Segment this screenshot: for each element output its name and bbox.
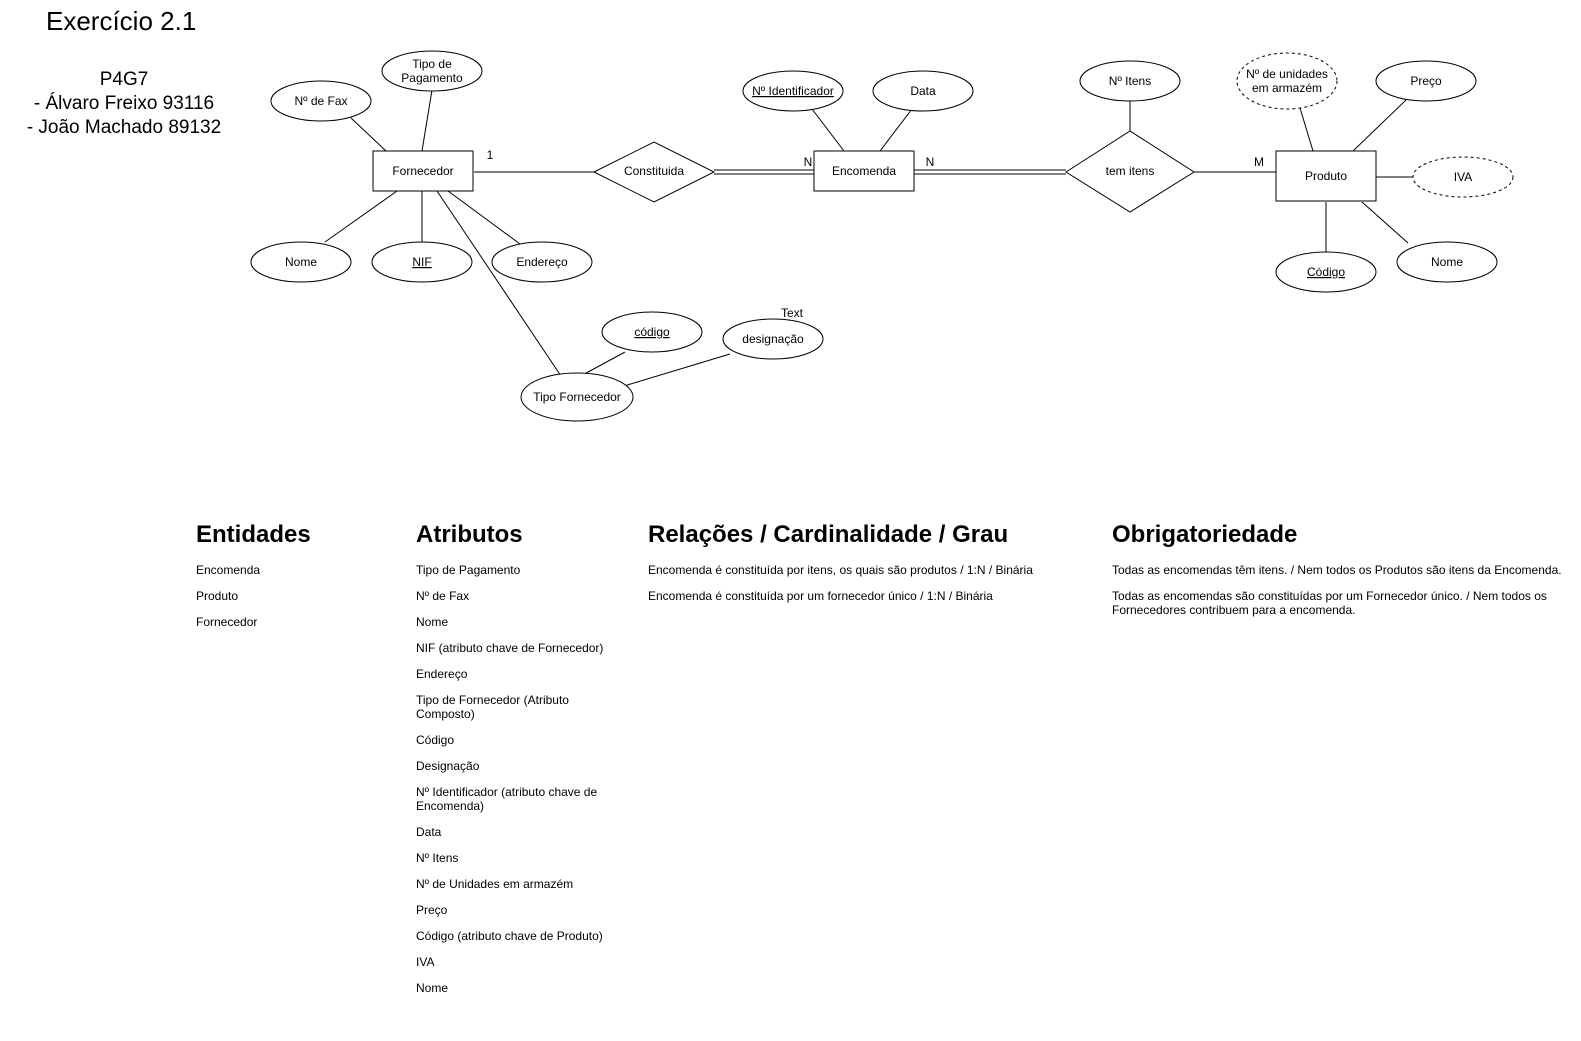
entity-fornecedor-label: Fornecedor — [392, 164, 453, 178]
atributos-section: Atributos Tipo de Pagamento Nº de Fax No… — [416, 519, 616, 1007]
attribute-n-unidades-ellipse[interactable] — [1236, 52, 1338, 110]
attribute-nome-produto-label: Nome — [1431, 255, 1463, 269]
cardinality-label: N — [804, 155, 813, 169]
connector-line — [623, 353, 731, 387]
atributos-item: Tipo de Fornecedor (Atributo Composto) — [416, 693, 569, 721]
attribute-n-itens-label: Nº Itens — [1109, 74, 1151, 88]
entity-produto-label: Produto — [1305, 169, 1347, 183]
atributos-item: Data — [416, 825, 442, 839]
relacoes-item: Encomenda é constituída por itens, os qu… — [648, 563, 1033, 577]
relationship-tem-itens-diamond[interactable] — [1065, 130, 1195, 213]
attribute-data-ellipse[interactable] — [872, 70, 974, 112]
connector-line — [324, 190, 398, 243]
connector-line — [447, 190, 521, 245]
attribute-iva-label: IVA — [1454, 170, 1472, 184]
atributos-heading: Atributos — [416, 521, 523, 548]
attribute-designacao-label: designação — [742, 332, 804, 346]
relacoes-section: Relações / Cardinalidade / Grau Encomend… — [648, 519, 1078, 615]
entity-encomenda-label: Encomenda — [832, 164, 896, 178]
entidades-heading: Entidades — [196, 521, 311, 548]
attribute-nome-produto-ellipse[interactable] — [1396, 241, 1498, 283]
attribute-preco-ellipse[interactable] — [1375, 60, 1477, 102]
atributos-item: Endereço — [416, 667, 468, 681]
relationship-tem-itens-label: tem itens — [1106, 164, 1155, 178]
entidades-item: Fornecedor — [196, 615, 258, 629]
attribute-n-fax-ellipse[interactable] — [270, 80, 372, 122]
relationship-constituida-label: Constituida — [624, 164, 684, 178]
atributos-item: Nº Identificador (atributo chave de Enco… — [416, 785, 598, 813]
relacoes-heading: Relações / Cardinalidade / Grau — [648, 521, 1009, 548]
connector-line — [421, 89, 433, 152]
connector-line — [879, 108, 913, 152]
attribute-endereco-label: Endereço — [516, 255, 568, 269]
entidades-item: Produto — [196, 589, 239, 603]
obrigatoriedade-item: Todas as encomendas têm itens. / Nem tod… — [1112, 563, 1562, 577]
attribute-n-identificador-ellipse[interactable] — [742, 70, 844, 112]
relationship-constituida-diamond[interactable] — [592, 141, 716, 203]
attribute-endereco-ellipse[interactable] — [491, 241, 593, 283]
connector-line — [350, 117, 387, 152]
connector-line — [436, 190, 562, 377]
attribute-n-identificador-label: Nº Identificador — [752, 84, 834, 98]
atributos-item: Preço — [416, 903, 448, 917]
group-code: P4G7 — [99, 69, 149, 90]
attribute-n-fax-label: Nº de Fax — [294, 94, 347, 108]
atributos-item: IVA — [416, 955, 435, 969]
entity-encomenda-box[interactable] — [813, 150, 915, 192]
connector-line — [811, 108, 845, 152]
connector-line — [1299, 107, 1314, 152]
attribute-codigo-tipo-label: código — [634, 325, 670, 339]
entity-produto-box[interactable] — [1275, 150, 1377, 202]
attribute-codigo-tipo-ellipse[interactable] — [601, 311, 703, 353]
atributos-item: Nº de Fax — [416, 589, 470, 603]
relacoes-item: Encomenda é constituída por um fornecedo… — [648, 589, 993, 603]
atributos-item: Código (atributo chave de Produto) — [416, 929, 603, 943]
attribute-tipo-pagamento-label: Tipo de — [412, 57, 452, 71]
attribute-nome-fornecedor-label: Nome — [285, 255, 317, 269]
attribute-n-unidades-label: em armazém — [1252, 81, 1322, 95]
obrigatoriedade-item: Todas as encomendas são constituídas por… — [1112, 589, 1547, 617]
entidades-item: Encomenda — [196, 563, 261, 577]
attribute-tipo-pagamento-label: Pagamento — [401, 71, 463, 85]
entidades-section: Entidades Encomenda Produto Fornecedor — [196, 519, 386, 641]
connector-line — [1361, 201, 1409, 244]
page-title: Exercício 2.1 — [46, 6, 197, 36]
obrigatoriedade-section: Obrigatoriedade Todas as encomendas têm … — [1112, 519, 1574, 629]
group-member: - Álvaro Freixo 93116 — [33, 93, 215, 114]
group-member: - João Machado 89132 — [26, 117, 222, 138]
atributos-item: Nº de Unidades em armazém — [416, 877, 574, 891]
atributos-item: Designação — [416, 759, 480, 773]
attribute-preco-label: Preço — [1410, 74, 1442, 88]
attribute-data-label: Data — [910, 84, 936, 98]
atributos-item: Tipo de Pagamento — [416, 563, 521, 577]
attribute-n-unidades-label: Nº de unidades — [1246, 67, 1328, 81]
cardinality-label: N — [926, 155, 935, 169]
cardinality-label: M — [1254, 155, 1264, 169]
attribute-iva-ellipse[interactable] — [1412, 156, 1514, 198]
obrigatoriedade-heading: Obrigatoriedade — [1112, 521, 1298, 548]
attribute-tipo-fornecedor-label: Tipo Fornecedor — [533, 390, 621, 404]
group-info: P4G7 - Álvaro Freixo 93116 - João Machad… — [0, 68, 248, 140]
attribute-codigo-produto-ellipse[interactable] — [1275, 251, 1377, 293]
attribute-designacao-ellipse[interactable] — [722, 318, 824, 360]
attribute-nif-label: NIF — [412, 255, 431, 269]
attribute-nome-fornecedor-ellipse[interactable] — [250, 241, 352, 283]
attribute-tipo-pagamento-ellipse[interactable] — [381, 50, 483, 92]
atributos-item: Nº Itens — [416, 851, 459, 865]
atributos-item: Nome — [416, 615, 449, 629]
attribute-codigo-produto-label: Código — [1307, 265, 1345, 279]
connector-line — [1352, 99, 1407, 152]
cardinality-label: 1 — [487, 148, 494, 162]
er-diagram: Fornecedor Encomenda Produto Constituida… — [250, 50, 1514, 422]
atributos-item: NIF (atributo chave de Fornecedor) — [416, 641, 604, 655]
atributos-item: Nome — [416, 981, 449, 995]
attribute-n-itens-ellipse[interactable] — [1079, 60, 1181, 102]
attribute-nif-ellipse[interactable] — [371, 241, 473, 283]
atributos-item: Código — [416, 733, 455, 747]
attribute-tipo-fornecedor-ellipse[interactable] — [520, 372, 634, 422]
entity-fornecedor-box[interactable] — [372, 150, 474, 192]
stray-text-label: Text — [781, 306, 804, 320]
